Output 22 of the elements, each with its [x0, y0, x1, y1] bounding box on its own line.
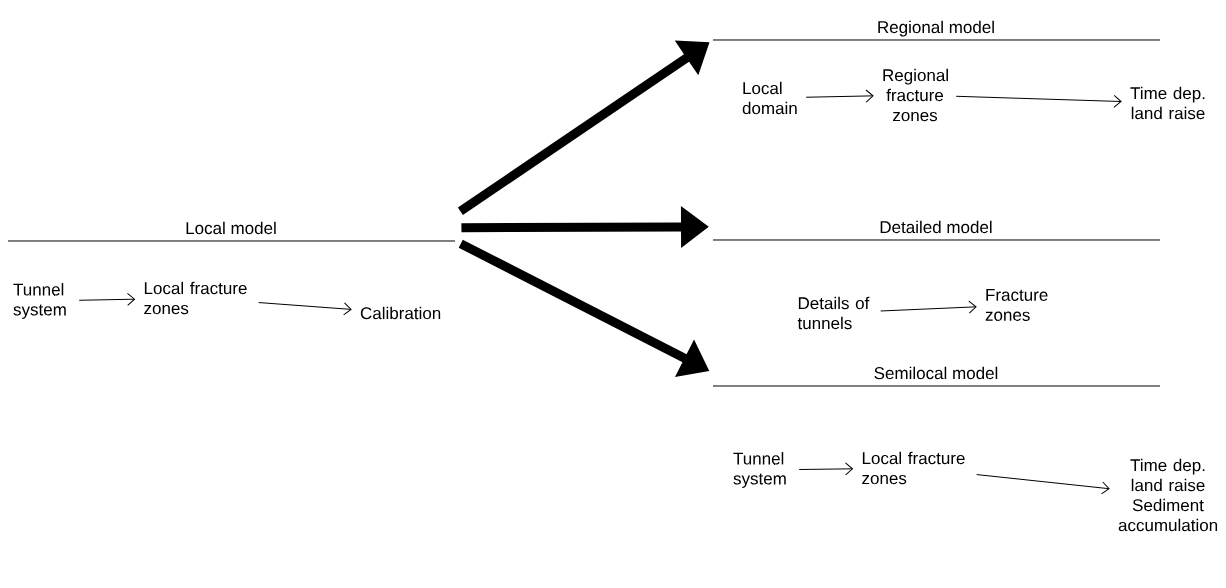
model-group: Semilocal model [712, 366, 1161, 387]
step-label: Tunnel system [13, 283, 66, 319]
arrow [78, 292, 136, 306]
model-group: Local model [7, 221, 456, 242]
arrow [955, 94, 1122, 108]
model-group: Detailed model [712, 220, 1161, 241]
step-label: Time dep. land raise [1130, 86, 1205, 120]
step-label: Details of tunnels [797, 296, 870, 330]
step-label: Local fracture zones [144, 281, 247, 315]
arrow [880, 300, 977, 314]
arrow [976, 474, 1110, 495]
step-label: Tunnel system [733, 452, 786, 488]
step-label: Regional fracture zones [883, 68, 948, 122]
step-label: Local fracture zones [862, 451, 965, 485]
arrow [798, 462, 854, 476]
arrow [258, 302, 352, 316]
arrow [805, 89, 874, 103]
step-label: Calibration [360, 306, 441, 320]
step-label: Local domain [742, 81, 797, 115]
step-label: Fracture zones [985, 289, 1048, 321]
step-label: Time dep. land raise Sediment accumulation [1118, 458, 1218, 532]
model-group: Regional model [712, 20, 1161, 41]
